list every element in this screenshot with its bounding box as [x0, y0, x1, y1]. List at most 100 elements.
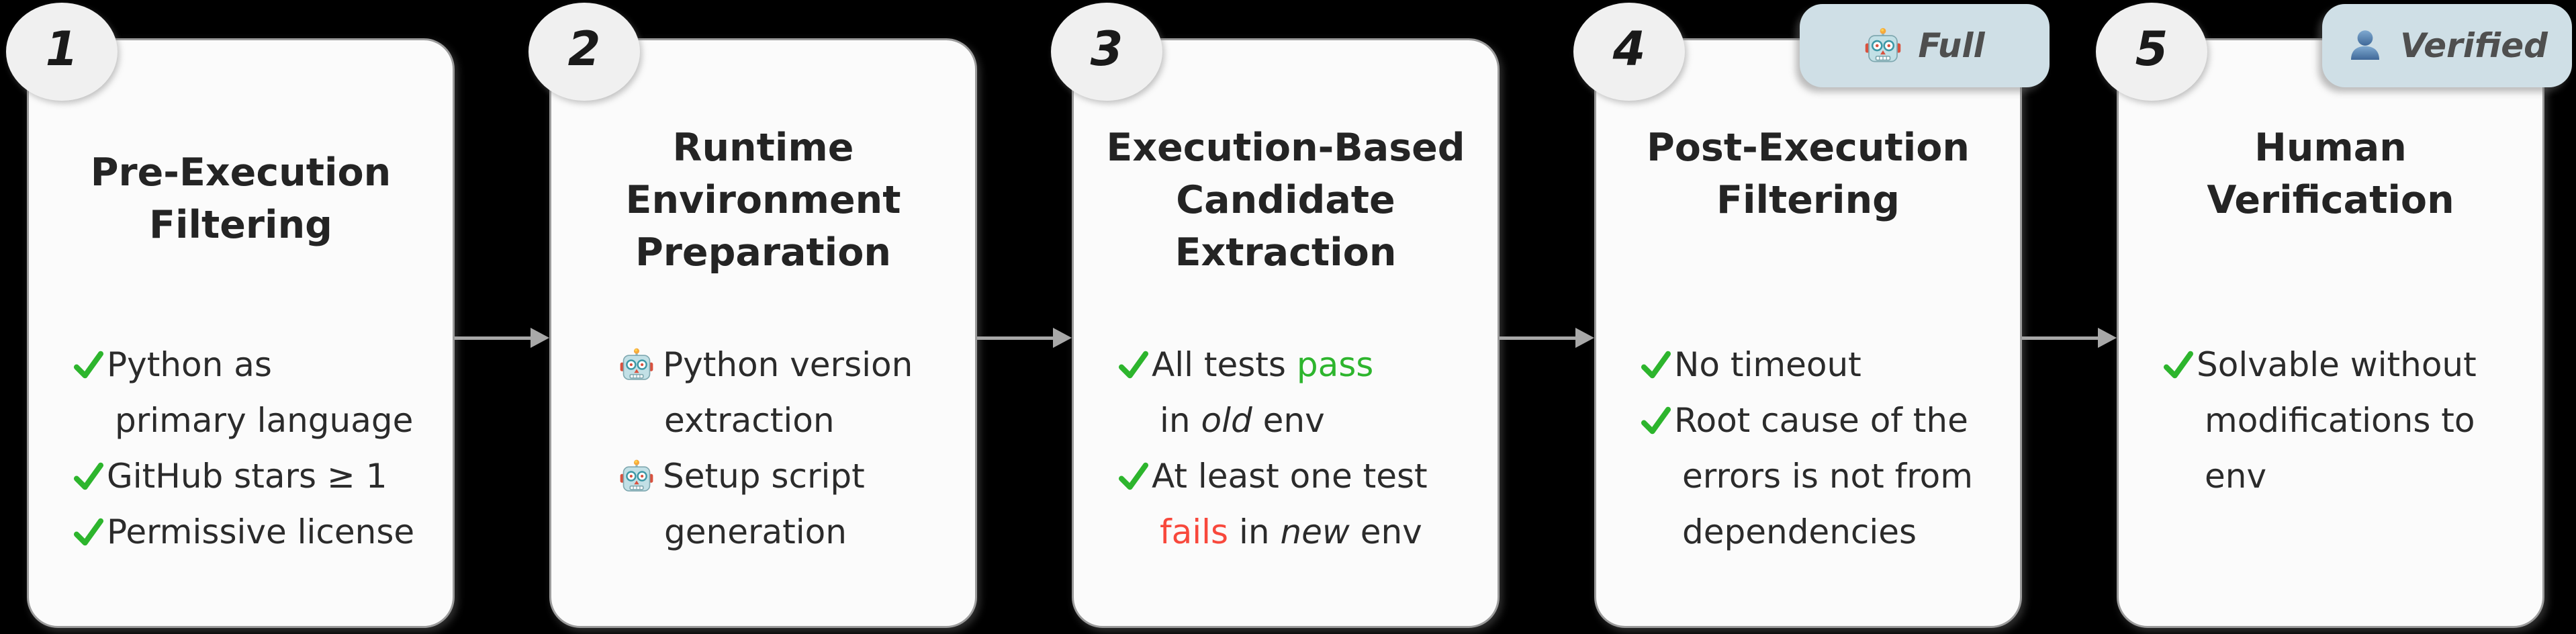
item-text: modifications to	[2205, 400, 2475, 440]
checklist-item-continuation: dependencies	[1596, 504, 2020, 559]
item-text: generation	[664, 512, 847, 551]
checklist-item: Python as	[29, 336, 453, 392]
check-icon	[1118, 351, 1149, 378]
flow-arrow-icon	[977, 318, 1072, 358]
step-number-badge: 3	[1051, 3, 1162, 101]
checklist-item-continuation: fails in new env	[1074, 504, 1498, 559]
checklist-item: Permissive license	[29, 504, 453, 559]
item-text: pass	[1296, 345, 1374, 384]
checklist-item: No timeout	[1596, 336, 2020, 392]
verified-badge: Verified	[2322, 4, 2572, 87]
step-number: 5	[2135, 21, 2168, 77]
checklist-item-continuation: modifications to	[2119, 392, 2542, 448]
arrow-shaft	[2022, 336, 2099, 340]
checklist-item: Root cause of the	[1596, 392, 2020, 448]
robot-icon	[1866, 28, 1901, 62]
item-text: env	[2205, 456, 2267, 496]
step-title-line: Runtime	[672, 126, 854, 170]
step-number: 2	[567, 21, 601, 77]
step-title-line: Pre-Execution	[90, 150, 392, 195]
check-icon	[1118, 462, 1149, 490]
item-text: Solvable without	[2197, 345, 2477, 384]
step-title-line: Human	[2254, 126, 2407, 170]
robot-icon	[620, 348, 653, 380]
step-title-line: Filtering	[1716, 178, 1900, 222]
step-number: 4	[1612, 21, 1646, 77]
full-badge: Full	[1800, 4, 2050, 87]
arrow-head	[531, 328, 549, 348]
checklist-item: GitHub stars ≥ 1	[29, 448, 453, 504]
badge-label: Verified	[2400, 26, 2548, 65]
checklist-item: Setup script	[551, 448, 975, 504]
step-title-line: Extraction	[1175, 230, 1397, 275]
checklist-item: Python version	[551, 336, 975, 392]
robot-icon	[618, 347, 655, 382]
item-text: in	[1160, 400, 1201, 440]
arrow-head	[2098, 328, 2117, 348]
check-icon	[1641, 351, 1671, 378]
person-icon	[2351, 30, 2380, 60]
step-title-line: Environment	[625, 178, 901, 222]
flow-arrow-icon	[1500, 318, 1594, 358]
robot-icon	[620, 459, 653, 492]
item-text: Root cause of the	[1674, 400, 1968, 440]
checklist-item-continuation: env	[2119, 448, 2542, 504]
item-text: Python version	[663, 345, 913, 384]
check-icon	[71, 514, 107, 550]
checklist-item: Solvable without	[2119, 336, 2542, 392]
checklist-item: All tests pass	[1074, 336, 1498, 392]
item-text: env	[1252, 400, 1325, 440]
step-number-badge: 4	[1573, 3, 1685, 101]
badge-label: Full	[1918, 26, 1985, 65]
check-icon	[1641, 406, 1671, 434]
check-icon	[2163, 351, 2194, 378]
item-text: old	[1201, 400, 1252, 440]
flow-arrow-icon	[455, 318, 549, 358]
check-icon	[2160, 347, 2197, 383]
item-text: No timeout	[1674, 345, 1861, 384]
step-number-badge: 5	[2096, 3, 2207, 101]
item-text: All tests	[1152, 345, 1297, 384]
item-text: new	[1280, 512, 1350, 551]
item-text: in	[1228, 512, 1281, 551]
item-text: dependencies	[1682, 512, 1917, 551]
robot-icon	[618, 459, 655, 494]
flow-arrow-icon	[2022, 318, 2117, 358]
step-title-line: Candidate	[1176, 178, 1395, 222]
checklist-item-continuation: in old env	[1074, 392, 1498, 448]
arrow-shaft	[977, 336, 1054, 340]
item-text: extraction	[664, 400, 835, 440]
check-icon	[71, 458, 107, 494]
arrow-head	[1053, 328, 1072, 348]
check-icon	[73, 351, 104, 378]
step-checklist: Solvable without modifications to env	[2119, 336, 2542, 504]
check-icon	[1115, 347, 1152, 383]
item-text: env	[1349, 512, 1422, 551]
item-text: fails	[1160, 512, 1229, 551]
check-icon	[71, 347, 107, 383]
item-text: Python as	[107, 345, 272, 384]
checklist-item-continuation: extraction	[551, 392, 975, 448]
check-icon	[73, 462, 104, 490]
item-text: GitHub stars ≥ 1	[107, 456, 387, 496]
arrow-head	[1575, 328, 1594, 348]
step-number: 3	[1090, 21, 1123, 77]
step-number-badge: 1	[6, 3, 118, 101]
check-icon	[1638, 347, 1674, 383]
checklist-item: At least one test	[1074, 448, 1498, 504]
